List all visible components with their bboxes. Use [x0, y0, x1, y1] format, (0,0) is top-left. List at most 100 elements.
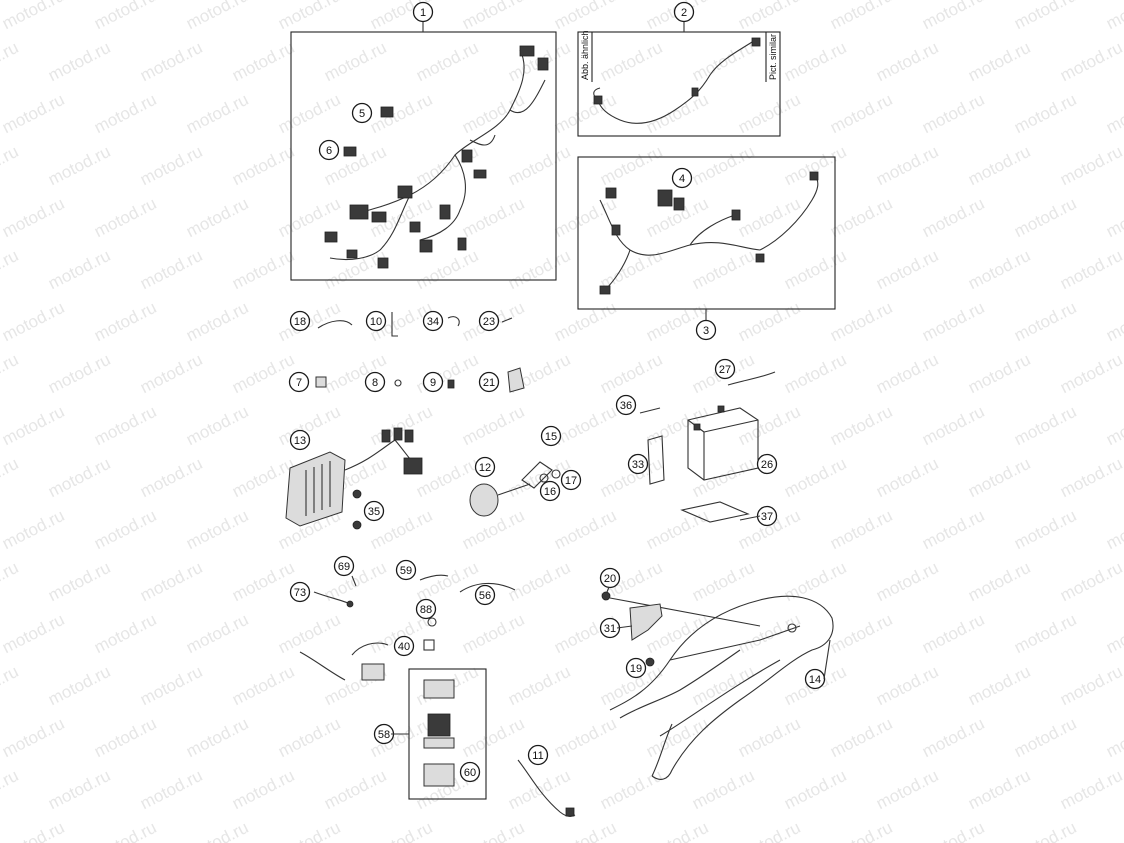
svg-text:35: 35 [368, 506, 380, 518]
svg-text:11: 11 [532, 750, 543, 762]
part-73-hose [313, 591, 354, 608]
hose-assembly [299, 642, 389, 681]
part-59-hose [419, 574, 449, 581]
part-13-regulator [285, 427, 423, 527]
callout-40: 40 [393, 635, 415, 657]
part-60-relay [423, 763, 455, 787]
svg-text:3: 3 [703, 325, 709, 337]
svg-text:15: 15 [545, 431, 557, 443]
svg-text:7: 7 [296, 377, 302, 389]
part-11-cable [517, 759, 576, 817]
callout-2: 2 [673, 1, 695, 23]
callout-18: 18 [289, 310, 311, 332]
part-20-bolt [601, 591, 761, 627]
svg-text:14: 14 [809, 674, 821, 686]
part-2-cable [593, 37, 761, 124]
callout-9: 9 [422, 371, 444, 393]
callout-8: 8 [364, 371, 386, 393]
callout-16: 16 [539, 480, 561, 502]
callout-12: 12 [474, 456, 496, 478]
callout-36: 36 [615, 394, 637, 416]
label-pict-similar: Pict. similar [768, 34, 778, 80]
part-27-cable [727, 371, 776, 386]
part-5-connector [380, 106, 394, 118]
part-3-harness [599, 171, 819, 295]
svg-text:21: 21 [483, 377, 495, 389]
part-12-disc [469, 483, 531, 517]
part-40-clip [423, 639, 435, 651]
svg-text:56: 56 [479, 590, 491, 602]
part-6-connector [343, 146, 357, 157]
svg-text:18: 18 [294, 316, 306, 328]
callout-5: 5 [351, 102, 373, 124]
svg-text:1: 1 [420, 7, 426, 19]
callout-6: 6 [318, 139, 340, 161]
callout-19: 19 [625, 657, 647, 679]
svg-text:8: 8 [372, 377, 378, 389]
svg-text:33: 33 [632, 459, 644, 471]
part-19-nut [645, 657, 655, 667]
svg-text:2: 2 [681, 7, 687, 19]
svg-text:59: 59 [400, 565, 412, 577]
part-58-relay-holder [423, 679, 455, 749]
callout-26: 26 [756, 453, 778, 475]
svg-text:23: 23 [483, 316, 495, 328]
part-9-clip [447, 379, 455, 389]
part-10-bracket [391, 312, 398, 337]
callout-20: 20 [599, 567, 621, 589]
svg-text:40: 40 [398, 641, 410, 653]
part-18-cable [317, 320, 353, 329]
part-35-nut [352, 489, 362, 530]
callout-73: 73 [289, 581, 311, 603]
callout-21: 21 [478, 371, 500, 393]
callout-15: 15 [540, 425, 562, 447]
svg-text:13: 13 [294, 435, 306, 447]
callout-88: 88 [415, 598, 437, 620]
part-14-rear-frame [609, 595, 834, 780]
callout-59: 59 [395, 559, 417, 581]
callout-11: 11 [527, 744, 549, 766]
callout-10: 10 [365, 310, 387, 332]
callout-34: 34 [422, 310, 444, 332]
callout-31: 31 [599, 617, 621, 639]
svg-text:36: 36 [620, 400, 632, 412]
svg-text:34: 34 [427, 316, 439, 328]
svg-text:10: 10 [370, 316, 382, 328]
svg-text:20: 20 [604, 573, 616, 585]
part-31-bracket [629, 603, 663, 641]
svg-text:31: 31 [604, 623, 616, 635]
part-21-cover [507, 367, 525, 393]
svg-text:5: 5 [359, 108, 365, 120]
svg-text:4: 4 [679, 173, 685, 185]
part-33-strap [647, 435, 665, 485]
part-16-washer [539, 473, 549, 483]
callout-60: 60 [459, 761, 481, 783]
callout-23: 23 [478, 310, 500, 332]
part-15-bracket [521, 461, 553, 489]
part-4-relay [657, 189, 685, 211]
svg-text:17: 17 [565, 475, 577, 487]
label-abb-aehnlich: Abb. ähnlich [580, 30, 590, 80]
svg-text:16: 16 [544, 486, 556, 498]
part-7-holder [315, 376, 327, 388]
callout-1: 1 [412, 1, 434, 23]
callout-56: 56 [474, 584, 496, 606]
part-34-clip [447, 316, 460, 327]
callout-69: 69 [333, 555, 355, 577]
svg-text:12: 12 [479, 462, 491, 474]
callout-37: 37 [756, 505, 778, 527]
main-wiring-harness [324, 45, 549, 269]
callout-35: 35 [363, 500, 385, 522]
part-36-bolt [639, 407, 661, 414]
group-box-2 [577, 31, 781, 137]
part-56-hose [459, 582, 516, 593]
callout-3: 3 [695, 319, 717, 341]
callout-27: 27 [714, 358, 736, 380]
callout-7: 7 [288, 371, 310, 393]
part-23-screw [501, 317, 513, 323]
callout-17: 17 [560, 469, 582, 491]
svg-text:69: 69 [338, 561, 350, 573]
part-69-clip [351, 575, 357, 587]
callout-4: 4 [671, 167, 693, 189]
svg-text:19: 19 [630, 663, 642, 675]
